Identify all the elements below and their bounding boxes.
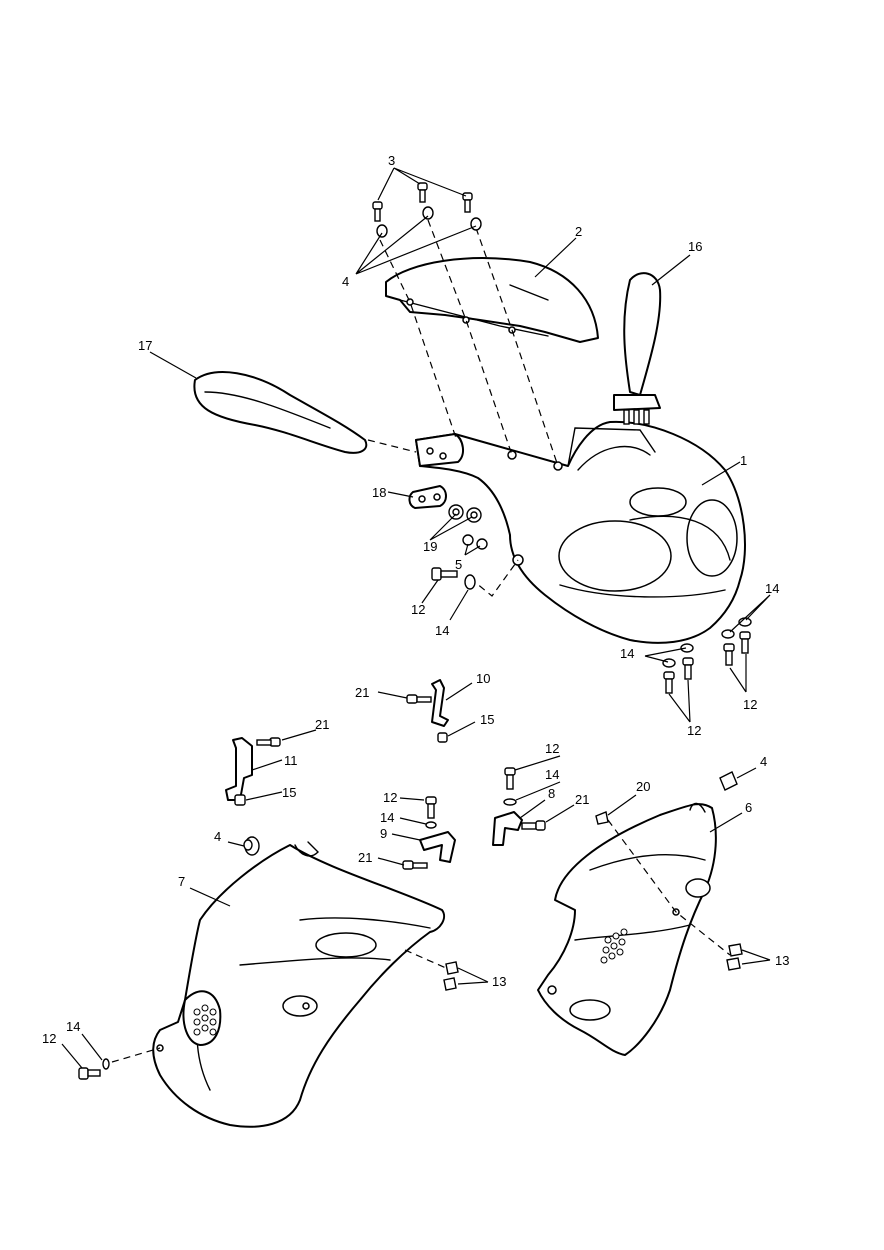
callout-19: 19 (423, 539, 437, 554)
upper-fairing-part-1 (415, 420, 746, 644)
callout-10: 10 (476, 671, 490, 686)
bracket-part-8 (492, 767, 546, 846)
callout-14: 14 (765, 581, 779, 596)
fastener-4-right (719, 771, 738, 791)
callout-6: 6 (745, 800, 752, 815)
callout-11: 11 (284, 753, 298, 768)
callout-4: 4 (214, 829, 221, 844)
callout-1: 1 (740, 453, 747, 468)
callout-2: 2 (575, 224, 582, 239)
callout-21: 21 (358, 850, 372, 865)
mirror-part-16 (613, 272, 662, 425)
callout-12: 12 (383, 790, 397, 805)
callout-14: 14 (380, 810, 394, 825)
assembly-lines-upper (367, 219, 559, 597)
callout-13: 13 (492, 974, 506, 989)
callout-12: 12 (411, 602, 425, 617)
lower-fairing-right-part-6 (537, 802, 717, 1056)
callout-20: 20 (636, 779, 650, 794)
callout-13: 13 (775, 953, 789, 968)
callout-14: 14 (620, 646, 634, 661)
vent-holes-left (193, 1004, 217, 1036)
bracket-part-9 (402, 796, 456, 870)
callout-18: 18 (372, 485, 386, 500)
washer-set-4 (376, 206, 482, 238)
bracket-part-18 (408, 485, 447, 509)
fastener-4-left (243, 836, 260, 856)
callout-21: 21 (355, 685, 369, 700)
callout-14: 14 (66, 1019, 80, 1034)
callout-12: 12 (42, 1031, 56, 1046)
lower-fairing-left-part-7 (152, 841, 446, 1128)
bracket-part-10 (406, 679, 449, 743)
callout-14: 14 (545, 767, 559, 782)
vent-holes-right (600, 928, 628, 964)
screw-set-3 (372, 182, 473, 222)
callout-8: 8 (548, 786, 555, 801)
screen-part-2 (385, 257, 599, 343)
callout-4: 4 (760, 754, 767, 769)
callout-21: 21 (575, 792, 589, 807)
callout-15: 15 (282, 785, 296, 800)
callout-9: 9 (380, 826, 387, 841)
fastener-12-14-left-bottom (78, 1047, 161, 1080)
clip-set-13-right (726, 943, 743, 971)
callout-4: 4 (342, 274, 349, 289)
callout-21: 21 (315, 717, 329, 732)
callout-3: 3 (388, 153, 395, 168)
bracket-part-11 (225, 737, 281, 806)
callout-14: 14 (435, 623, 449, 638)
callout-7: 7 (178, 874, 185, 889)
callout-5: 5 (455, 557, 462, 572)
clip-set-13-left (404, 949, 459, 991)
callout-17: 17 (138, 338, 152, 353)
mirror-part-17 (193, 371, 368, 454)
callout-15: 15 (480, 712, 494, 727)
callout-labels: 3 4 2 16 17 1 18 19 5 12 14 14 14 12 12 … (42, 153, 789, 1046)
callout-16: 16 (688, 239, 702, 254)
leader-lines (61, 167, 771, 1069)
callout-12: 12 (743, 697, 757, 712)
callout-12: 12 (545, 741, 559, 756)
nut-set-19 (448, 504, 482, 523)
screw-12-washer-14-left (431, 567, 476, 590)
fastener-20 (595, 811, 731, 956)
callout-12: 12 (687, 723, 701, 738)
